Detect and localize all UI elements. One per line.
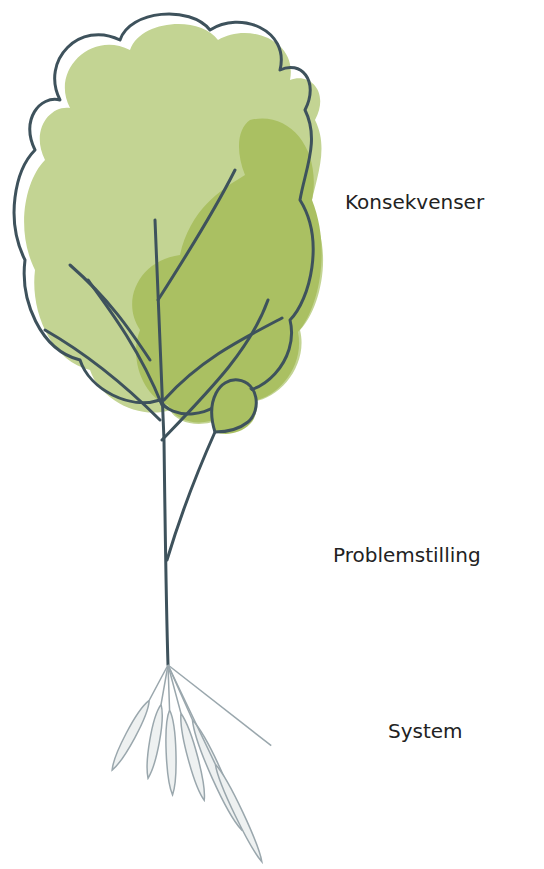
tier-label: System (388, 719, 463, 743)
branch (45, 330, 160, 420)
crown-outline (14, 14, 313, 414)
root (164, 663, 265, 863)
branch (70, 265, 150, 360)
root (168, 665, 271, 746)
shoot-stem (167, 432, 215, 560)
branch (164, 318, 282, 400)
tier-label: Konsekvenser (345, 190, 484, 214)
crown-fill-light (24, 24, 323, 424)
tree-roots (108, 663, 271, 864)
side-shoot (167, 380, 257, 560)
root (163, 665, 177, 795)
tree-branches (45, 170, 282, 665)
branch (158, 170, 235, 300)
branch (162, 300, 268, 440)
shoot-leaf-outline (212, 380, 256, 432)
tier-label: Problemstilling (333, 543, 481, 567)
tree-crown (13, 14, 324, 424)
